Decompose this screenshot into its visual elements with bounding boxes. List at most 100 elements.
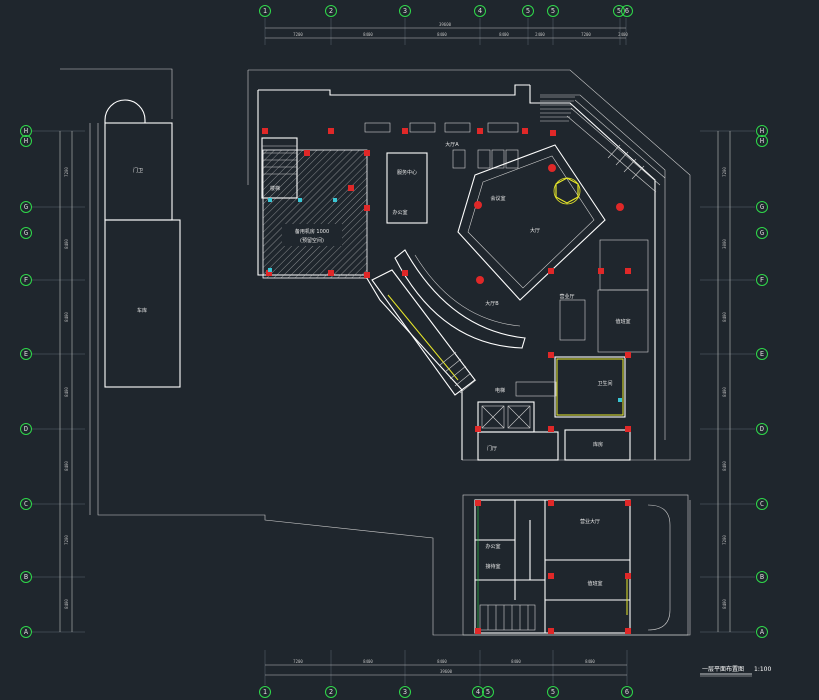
room-label-office: 办公室	[392, 209, 407, 216]
axis-label: 4	[478, 7, 482, 15]
right-dim: 7200	[722, 535, 727, 545]
room-label-lower-1: 办公室	[485, 543, 500, 550]
right-dim: 8400	[722, 312, 727, 322]
diagonal-corridor	[371, 269, 476, 396]
axis-label: 5	[617, 7, 621, 15]
axis-bubbles-right: H H G G F E D C B A	[756, 125, 768, 638]
left-dim: 8400	[64, 599, 69, 609]
gate-arch	[104, 99, 146, 123]
room-label-hall: 大厅	[530, 227, 540, 234]
axis-label: A	[24, 628, 29, 636]
lower-building: 营业大厅 办公室 接待室 值班室	[462, 494, 689, 636]
grid-lines	[32, 18, 755, 685]
site-boundary: 门卫 车库	[60, 68, 691, 636]
axis-label: H	[24, 137, 28, 145]
bottom-dim: 8400	[585, 659, 595, 664]
right-dim: 8400	[722, 461, 727, 471]
top-dim: 7200	[581, 32, 591, 37]
right-dim: 8400	[722, 599, 727, 609]
hatched-area	[262, 149, 368, 279]
top-dim: 8400	[499, 32, 509, 37]
left-dimension-chain: 7200 8400 8400 8400 8400 7200 8400	[59, 131, 73, 632]
desk-row	[364, 122, 519, 169]
axis-label: 2	[329, 688, 333, 696]
bottom-total-dim: 39600	[440, 669, 453, 674]
room-label-hall-a: 大厅A	[445, 141, 459, 148]
drawing-scale: 1:100	[754, 666, 771, 673]
room-label-hatched-sub: (预留空间)	[300, 237, 324, 244]
axis-label: B	[760, 573, 764, 581]
top-dim: 7200	[293, 32, 303, 37]
stair-fan	[540, 96, 666, 193]
room-label-lower-2: 接待室	[485, 563, 500, 570]
room-label-garage: 车库	[137, 307, 147, 314]
axis-bubbles-left: H H G G F E D C B A	[20, 125, 32, 638]
main-building: 备用机房 1000 (预留空间) 楼梯 服务中心 办公室 大厅A 大厅 会	[247, 69, 691, 461]
axis-label: H	[760, 137, 764, 145]
axis-label: D	[24, 425, 28, 433]
service-room	[386, 152, 428, 224]
right-room-1	[599, 239, 649, 291]
room-label-storage: 库房	[593, 441, 603, 448]
top-dim: 8400	[437, 32, 447, 37]
axis-label: C	[24, 500, 28, 508]
bottom-dim: 8400	[437, 659, 447, 664]
bottom-dim: 7200	[293, 659, 303, 664]
top-dim: 2400	[618, 32, 628, 37]
room-label-lift: 电梯	[495, 387, 505, 394]
left-dim: 8400	[64, 461, 69, 471]
top-total-dim: 39600	[439, 22, 452, 27]
left-dim: 8400	[64, 387, 69, 397]
axis-bubbles-top: 1 2 3 4 5 5 5 6	[259, 5, 633, 17]
axis-label: G	[24, 229, 28, 237]
stair-ramp	[439, 351, 477, 394]
axis-label: H	[24, 127, 28, 135]
axis-label: 5	[551, 7, 555, 15]
right-dimension-chain: 7200 3000 8400 8400 8400 7200 8400	[717, 131, 731, 632]
top-dimension-chain: 39600 7200 8400 8400 8400 2400 7200 2400	[265, 22, 628, 39]
room-label-office-3: 值班室	[615, 318, 630, 325]
top-dim: 2400	[535, 32, 545, 37]
left-dim: 8400	[64, 312, 69, 322]
left-dim: 7200	[64, 535, 69, 545]
right-dim: 3000	[722, 239, 727, 249]
axis-label: 6	[625, 688, 629, 696]
axis-label: 5	[526, 7, 530, 15]
axis-label: 5	[486, 688, 490, 696]
bottom-dimension-chain: 7200 8400 8400 8400 8400 39600	[265, 659, 627, 676]
axis-label: 3	[403, 688, 407, 696]
axis-label: E	[760, 350, 764, 358]
axis-bubbles-bottom: 1 2 3 4 5 5 6	[259, 686, 633, 698]
drawing-title: 一层平面布置图	[702, 665, 744, 673]
axis-label: 2	[329, 7, 333, 15]
room-label-office-4: 营业厅	[559, 293, 574, 300]
room-label-service: 服务中心	[397, 169, 417, 176]
hatched-label-bg	[282, 224, 342, 246]
axis-label: 3	[403, 7, 407, 15]
axis-label: A	[760, 628, 765, 636]
axis-label: G	[24, 203, 28, 211]
right-room-2	[597, 289, 649, 353]
top-dim: 8400	[363, 32, 373, 37]
lift-core	[477, 401, 535, 433]
room-label-toilet: 卫生间	[597, 380, 612, 387]
drawing-title-block: 一层平面布置图 1:100	[700, 665, 771, 677]
central-hall	[457, 144, 606, 301]
axis-label: 6	[625, 7, 629, 15]
room-label-stair: 楼梯	[270, 185, 280, 192]
room-label-office-2: 会议室	[490, 195, 505, 202]
left-dim: 7200	[64, 167, 69, 177]
axis-label: G	[760, 203, 764, 211]
room-label-gate: 门卫	[133, 167, 143, 174]
axis-label: C	[760, 500, 764, 508]
room-label-hatched: 备用机房 1000	[295, 228, 329, 235]
room-label-lobby: 门厅	[487, 445, 497, 452]
axis-label: H	[760, 127, 764, 135]
axis-label: D	[760, 425, 764, 433]
stair-left	[261, 137, 298, 199]
axis-label: 1	[263, 7, 267, 15]
right-dim: 8400	[722, 387, 727, 397]
right-dim: 7200	[722, 167, 727, 177]
axis-label: 1	[263, 688, 267, 696]
lower-stair	[479, 604, 536, 631]
